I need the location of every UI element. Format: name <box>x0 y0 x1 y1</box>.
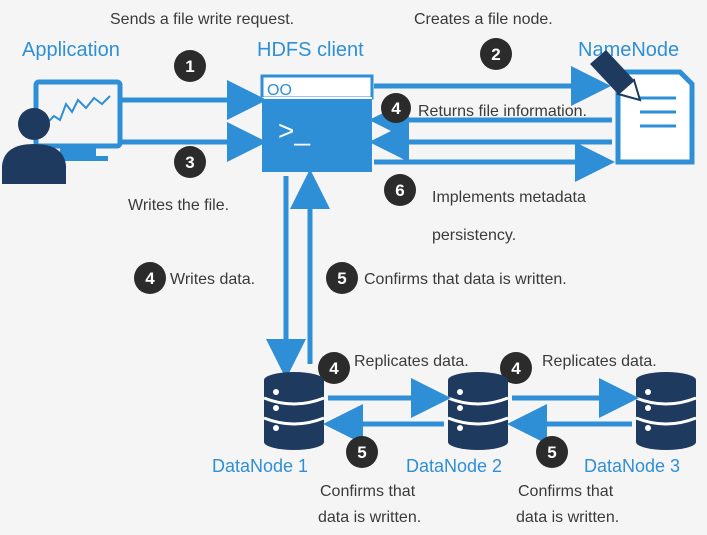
database-icon-dn1 <box>263 372 325 450</box>
svg-text:5: 5 <box>337 269 346 288</box>
svg-text:4: 4 <box>511 359 521 378</box>
step5-dn2-badge: 5 <box>346 436 378 468</box>
step5-dn2-caption-line1: Confirms that <box>320 483 416 500</box>
step6-caption-line2: persistency. <box>432 227 516 244</box>
step6-caption-line1: Implements metadata <box>432 189 586 206</box>
svg-text:5: 5 <box>357 443 366 462</box>
step4-return-caption: Returns file information. <box>418 103 587 120</box>
pencil-icon <box>590 50 642 102</box>
step6-badge: 6 <box>384 174 416 206</box>
namenode-title: NameNode <box>578 39 679 61</box>
step5-confirm-caption: Confirms that data is written. <box>364 271 567 288</box>
svg-text:4: 4 <box>145 269 155 288</box>
database-icon-dn3 <box>635 372 697 450</box>
datanode1-label: DataNode 1 <box>212 456 308 476</box>
svg-text:4: 4 <box>391 99 401 118</box>
step4-write-caption: Writes data. <box>170 271 255 288</box>
step4-rep1-caption: Replicates data. <box>354 353 469 370</box>
step4-rep1-badge: 4 <box>318 352 350 384</box>
step5-dn3-badge: 5 <box>536 436 568 468</box>
hdfs-client-title: HDFS client <box>257 39 364 61</box>
svg-text:1: 1 <box>185 57 194 76</box>
step3-caption: Writes the file. <box>128 197 229 214</box>
datanode3-label: DataNode 3 <box>584 456 680 476</box>
svg-text:6: 6 <box>395 181 404 200</box>
step2-caption: Creates a file node. <box>414 11 553 28</box>
svg-text:3: 3 <box>185 153 194 172</box>
step4-write-badge: 4 <box>134 262 166 294</box>
step4-rep2-badge: 4 <box>500 352 532 384</box>
step5-dn2-caption-line2: data is written. <box>318 509 421 526</box>
person-icon <box>2 108 66 184</box>
svg-text:4: 4 <box>329 359 339 378</box>
svg-text:5: 5 <box>547 443 556 462</box>
step4-rep2-caption: Replicates data. <box>542 353 657 370</box>
step4-return-badge: 4 <box>381 93 411 123</box>
terminal-icon: OO >_ <box>260 74 374 172</box>
client-prompt: >_ <box>278 115 310 146</box>
step3-badge: 3 <box>174 146 206 178</box>
step5-dn3-caption-line1: Confirms that <box>518 483 614 500</box>
step5-confirm-badge: 5 <box>326 262 358 294</box>
step5-dn3-caption-line2: data is written. <box>516 509 619 526</box>
step2-badge: 2 <box>480 38 512 70</box>
step1-badge: 1 <box>174 50 206 82</box>
client-window-label: OO <box>267 82 292 99</box>
database-icon-dn2 <box>447 372 509 450</box>
step1-caption: Sends a file write request. <box>110 11 294 28</box>
datanode2-label: DataNode 2 <box>406 456 502 476</box>
application-title: Application <box>22 39 120 61</box>
svg-text:2: 2 <box>491 45 500 64</box>
